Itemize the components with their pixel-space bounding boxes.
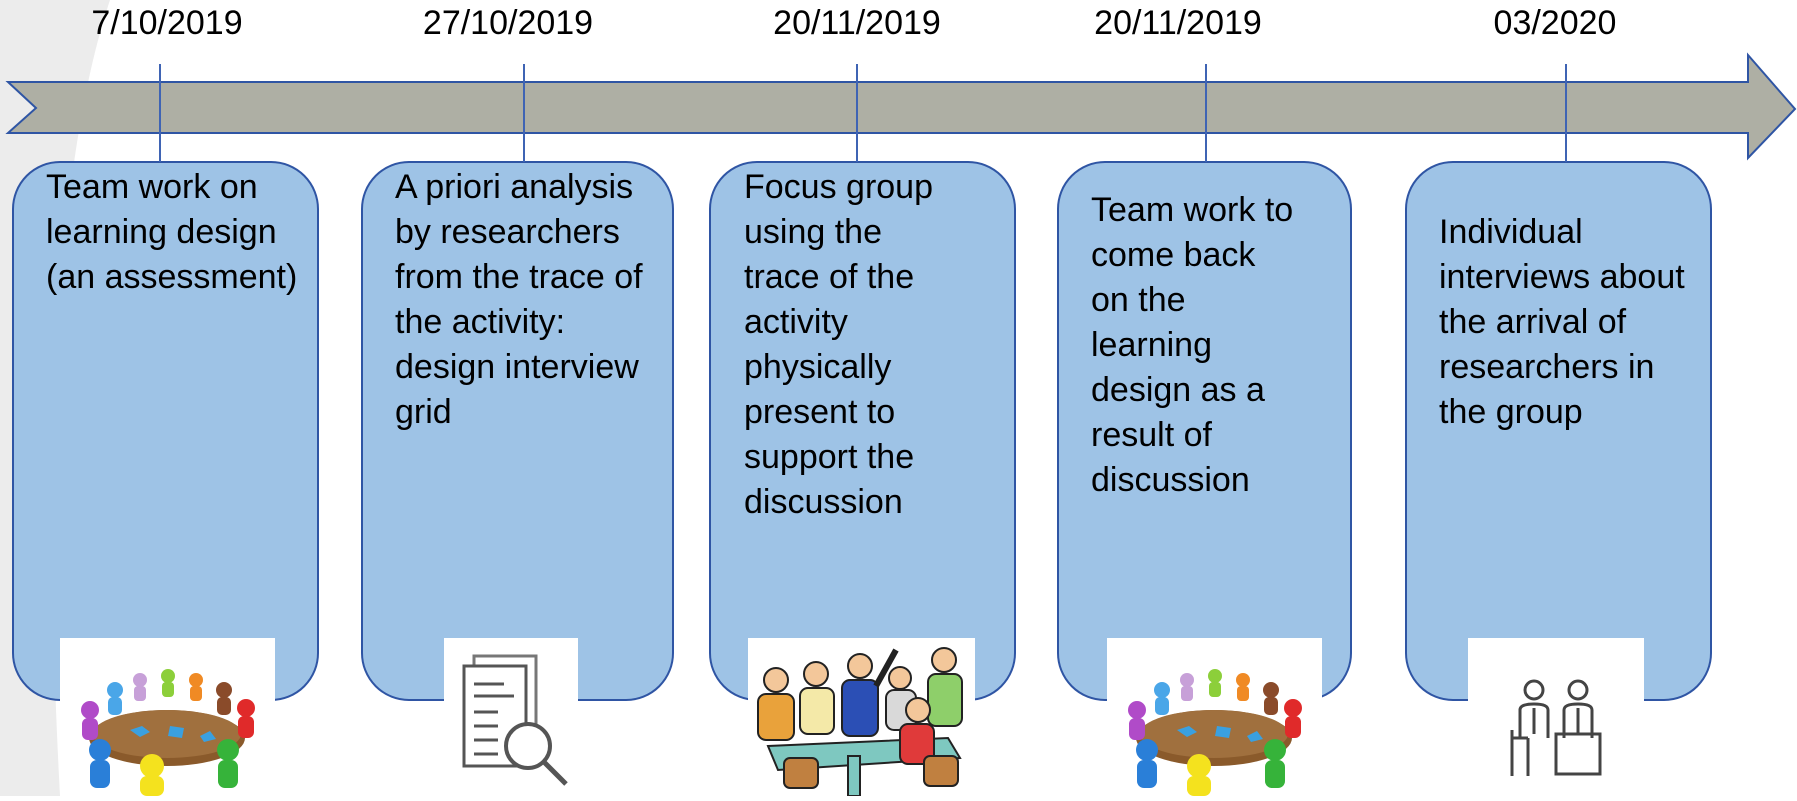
document-search-icon [444,638,578,796]
milestone-card-2 [361,161,674,701]
milestone-tick-1 [159,64,161,162]
milestone-date-3: 20/11/2019 [773,4,941,42]
milestone-date-4: 20/11/2019 [1094,4,1262,42]
milestone-text-1: Team work on learning design (an assessm… [46,168,298,296]
group-discussion-icon [748,638,975,797]
milestone-tick-5 [1565,64,1567,162]
milestone-card-5 [1405,161,1712,701]
milestone-date-1: 7/10/2019 [91,4,243,42]
milestone-text-5: Individual interviews about the arrival … [1439,213,1685,431]
round-table-meeting-icon [1107,638,1322,796]
milestone-tick-3 [856,64,858,162]
interview-icon [1468,638,1644,796]
milestone-tick-4 [1205,64,1207,162]
round-table-meeting-icon [60,638,275,796]
milestone-text-2: A priori analysis by researchers from th… [395,168,643,431]
milestone-text-3: Focus group using the trace of the activ… [744,168,933,521]
milestone-text-4: Team work to come back on the learning d… [1091,191,1294,499]
milestone-date-2: 27/10/2019 [422,4,594,42]
milestone-tick-2 [523,64,525,162]
milestone-card-4 [1057,161,1352,701]
milestone-card-3 [709,161,1016,701]
milestone-date-5: 03/2020 [1493,4,1617,42]
milestone-card-1 [12,161,319,701]
